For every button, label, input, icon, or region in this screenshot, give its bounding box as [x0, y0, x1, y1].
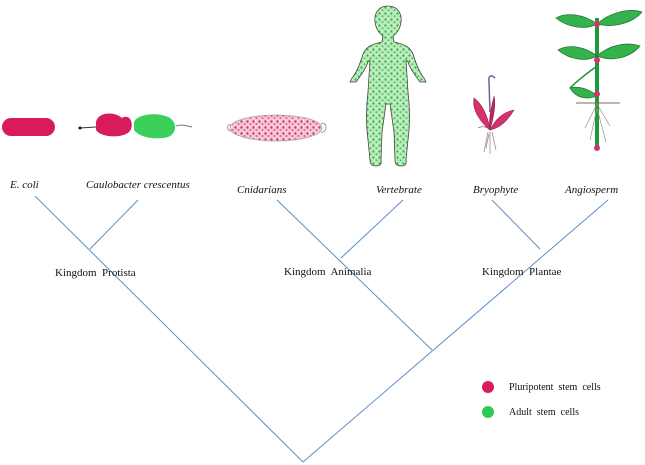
pluripotent-marker-icon	[482, 381, 494, 393]
legend-item-adult: Adult stem cells	[482, 406, 579, 418]
species-label-cnidarians: Cnidarians	[237, 184, 287, 196]
kingdom-label-protista: Kingdom Protista	[55, 267, 136, 279]
legend-label-adult: Adult stem cells	[509, 407, 579, 418]
species-label-ecoli: E. coli	[9, 179, 39, 191]
ecoli-illustration	[2, 118, 55, 136]
branch-cnidarians	[276, 199, 433, 351]
kingdom-label-animalia: Kingdom Animalia	[284, 266, 372, 278]
branch-plantae-to-root	[302, 199, 609, 463]
kingdom-label-plantae: Kingdom Plantae	[482, 266, 562, 278]
legend-item-pluripotent: Pluripotent stem cells	[482, 381, 601, 393]
vertebrate-illustration	[349, 5, 427, 167]
species-label-vertebrate: Vertebrate	[376, 184, 422, 196]
legend: Pluripotent stem cells Adult stem cells	[482, 381, 601, 418]
adult-marker-icon	[482, 406, 494, 418]
legend-label-pluripotent: Pluripotent stem cells	[509, 382, 601, 393]
branch-vertebrate	[340, 199, 404, 259]
tree-branches	[34, 195, 609, 463]
branch-caulobacter	[89, 199, 139, 250]
bryophyte-illustration	[473, 75, 515, 154]
angiosperm-illustration	[555, 10, 643, 151]
branch-ecoli	[34, 195, 304, 463]
species-label-caulobacter: Caulobacter crescentus	[86, 179, 190, 191]
species-label-angiosperm: Angiosperm	[564, 184, 618, 196]
caulobacter-illustration	[78, 113, 193, 139]
branch-bryophyte	[491, 199, 541, 250]
species-label-bryophyte: Bryophyte	[473, 184, 518, 196]
cnidarian-illustration	[227, 114, 327, 142]
